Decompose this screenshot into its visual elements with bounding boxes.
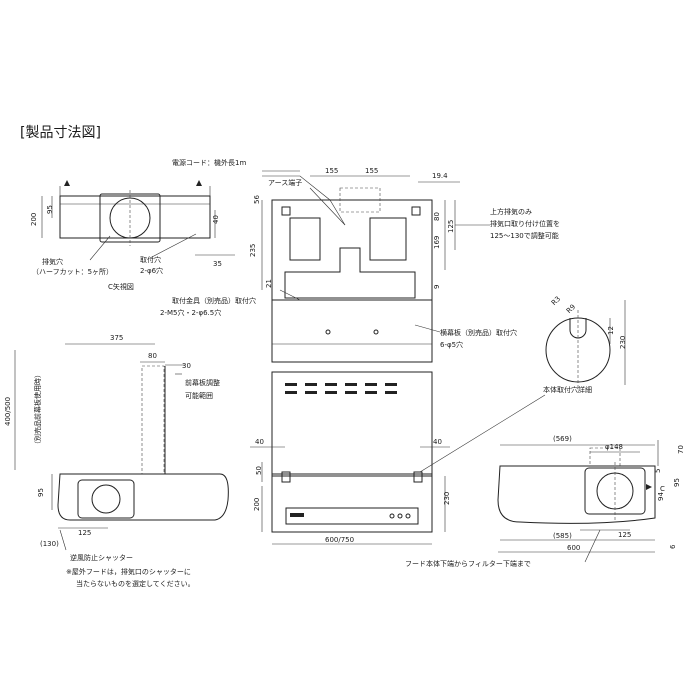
front-view: 40 40 50 200 230 600/750 — [250, 371, 451, 545]
dim-155b: 155 — [365, 167, 378, 175]
label-mount-detail: 本体取付穴詳細 — [543, 385, 592, 394]
label-top-exhaust-2: 排気口取り付け位置を — [490, 219, 560, 228]
dim-94: 94 — [657, 492, 665, 501]
dim-95c: 95 — [673, 478, 681, 487]
top-view-exhaust — [339, 187, 381, 213]
dim-9: 9 — [433, 285, 441, 289]
right-side-body — [497, 465, 656, 524]
c-mark: C — [660, 485, 665, 493]
label-exhaust-hole: 排気穴 — [42, 257, 63, 266]
dim-80b: 80 — [148, 352, 157, 360]
dim-6: 6 — [669, 544, 677, 549]
dim-155a: 155 — [325, 167, 338, 175]
dim-56: 56 — [253, 195, 261, 204]
dim-125: 125 — [447, 220, 455, 233]
dim-95b: 95 — [37, 488, 45, 497]
label-vertical-note: （別売品前幕板使用時） — [33, 371, 42, 448]
dim-200b: 200 — [253, 498, 261, 511]
note-1: ※屋外フードは，排気口のシャッターに — [66, 567, 191, 576]
front-view-panel — [285, 507, 419, 525]
top-view-motor — [284, 247, 416, 299]
side-view: 375 80 30 前幕板調整 可能範囲 400/500 （別売品前幕板使用時）… — [4, 334, 229, 588]
dim-230b: 230 — [619, 336, 627, 349]
right-side-view: (569) φ148 70 95 94 C 5 125 (585) 600 6 … — [405, 435, 685, 568]
dim-70: 70 — [677, 445, 685, 454]
side-view-body — [57, 473, 229, 521]
label-front-plate-2: 可能範囲 — [185, 391, 213, 400]
dim-600: 600 — [567, 544, 580, 552]
dim-130: (130) — [40, 540, 59, 548]
dim-125b: 125 — [78, 529, 91, 537]
dim-569: (569) — [553, 435, 572, 443]
dim-375: 375 — [110, 334, 123, 342]
label-top-exhaust: 上方排気のみ — [490, 207, 532, 216]
top-view: 電源コード：機外長1m アース端子 155 155 19.4 56 235 21… — [160, 158, 560, 317]
dim-40a: 40 — [212, 215, 220, 224]
dim-r9: R9 — [565, 303, 577, 315]
front-view-upper — [271, 371, 433, 477]
label-bracket: 取付金具（別売品）取付穴 — [172, 296, 256, 305]
dim-400-500: 400/500 — [4, 397, 12, 426]
drawing-title: [製品寸法図] — [20, 125, 101, 141]
dim-r3: R3 — [550, 295, 562, 307]
front-view-hood — [271, 473, 433, 533]
side-view-duct — [141, 365, 165, 475]
top-view-duct-left — [289, 217, 321, 261]
dim-21: 21 — [265, 279, 273, 288]
label-power-cord: 電源コード：機外長1m — [172, 158, 246, 167]
label-c-view: C矢視図 — [108, 282, 134, 291]
dim-95a: 95 — [46, 205, 54, 214]
dim-19-4: 19.4 — [432, 172, 448, 180]
dim-585: (585) — [553, 532, 572, 540]
top-view-duct-right — [369, 217, 407, 261]
dim-50: 50 — [255, 466, 263, 475]
mount-detail: R3 R9 12 230 本体取付穴詳細 — [419, 295, 627, 473]
dim-230a: 230 — [443, 492, 451, 505]
dim-40b: 40 — [255, 438, 264, 446]
top-view-body — [271, 199, 433, 301]
front-view-louvers — [285, 383, 397, 394]
label-side-plate-size: 6-φ5穴 — [440, 340, 463, 349]
dim-35: 35 — [213, 260, 222, 268]
side-view-exhaust — [77, 479, 135, 519]
c-view: 200 95 40 35 排気穴 （ハーフカット：5ヶ所） 取付穴 2-φ6穴 … — [30, 180, 235, 291]
front-upper-body — [271, 299, 433, 363]
label-mount-hole-size: 2-φ6穴 — [140, 266, 163, 275]
dim-600-750: 600/750 — [325, 536, 354, 544]
dim-80: 80 — [433, 212, 441, 221]
label-filter: フード本体下端からフィルター下端まで — [405, 559, 531, 568]
label-bracket-size: 2-M5穴・2-φ6.5穴 — [160, 308, 221, 317]
c-view-outline — [59, 195, 211, 239]
label-mount-hole: 取付穴 — [140, 255, 161, 264]
dim-40c: 40 — [433, 438, 442, 446]
note-2: 当たらないものを選定してください。 — [76, 579, 195, 588]
label-top-exhaust-3: 125～130で調整可能 — [490, 231, 559, 240]
dim-235: 235 — [249, 244, 257, 257]
label-front-plate: 前幕板調整 — [185, 378, 220, 387]
dim-125c: 125 — [618, 531, 631, 539]
label-half-cut: （ハーフカット：5ヶ所） — [32, 267, 113, 276]
front-upper-view: 横幕板（別売品）取付穴 6-φ5穴 — [271, 299, 517, 363]
dim-5: 5 — [654, 469, 662, 473]
dim-169: 169 — [433, 236, 441, 249]
label-shutter: 逆風防止シャッター — [70, 553, 133, 562]
dim-30: 30 — [182, 362, 191, 370]
dim-148: φ148 — [605, 443, 623, 451]
dim-12: 12 — [607, 326, 615, 335]
label-side-plate: 横幕板（別売品）取付穴 — [440, 328, 517, 337]
dim-200a: 200 — [30, 213, 38, 226]
label-earth: アース端子 — [268, 178, 302, 187]
